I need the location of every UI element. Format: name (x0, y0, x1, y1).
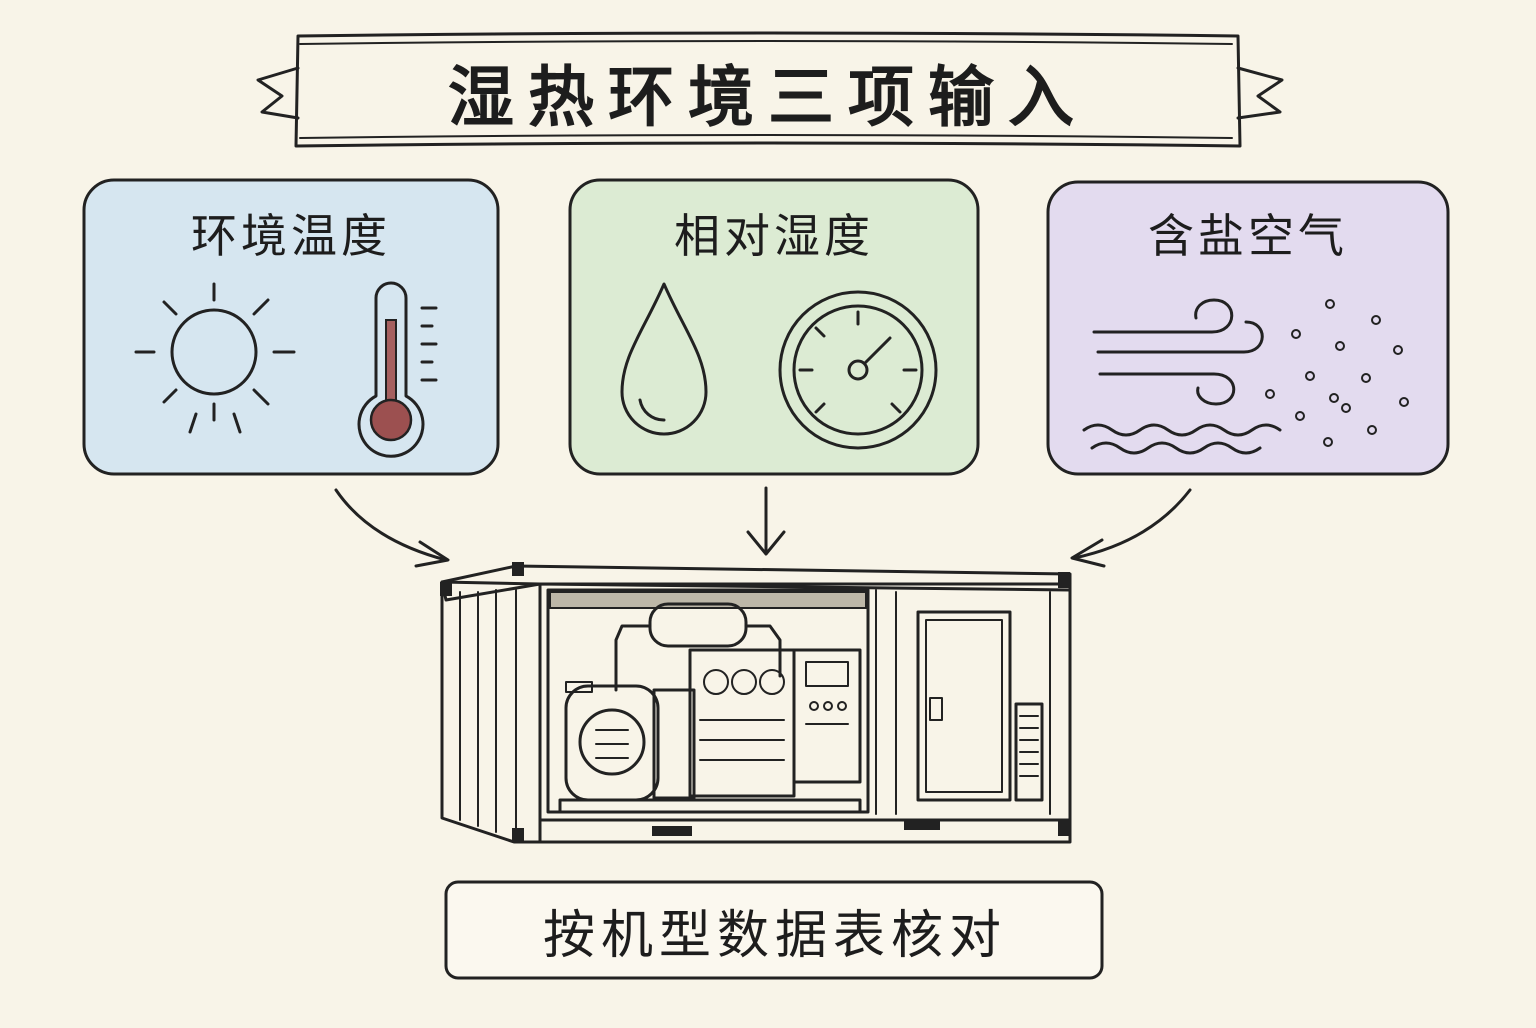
card-label-temperature: 环境温度 (191, 209, 391, 263)
card-label-salt-air: 含盐空气 (1148, 209, 1348, 263)
card-salt-air (1046, 180, 1450, 476)
arrow-temperature-to-unit (334, 488, 450, 568)
diagram-title: 湿热环境三项输入 (448, 59, 1088, 136)
footer-label: 按机型数据表核对 (542, 905, 1007, 966)
wind-icon (1092, 298, 1264, 406)
container-generator-icon (440, 562, 1072, 844)
waves-icon (1082, 423, 1282, 455)
water-drop-icon (620, 282, 708, 436)
sun-icon (134, 282, 296, 434)
arrow-humidity-to-unit (746, 486, 786, 556)
gauge-icon (778, 290, 938, 450)
salt-particles-icon (1265, 299, 1409, 447)
title-banner (256, 31, 1284, 148)
thermometer-icon (357, 281, 438, 458)
card-label-humidity: 相对湿度 (674, 209, 874, 263)
card-humidity (568, 178, 980, 476)
arrow-salt-air-to-unit (1070, 488, 1192, 568)
footer-box (444, 880, 1104, 980)
